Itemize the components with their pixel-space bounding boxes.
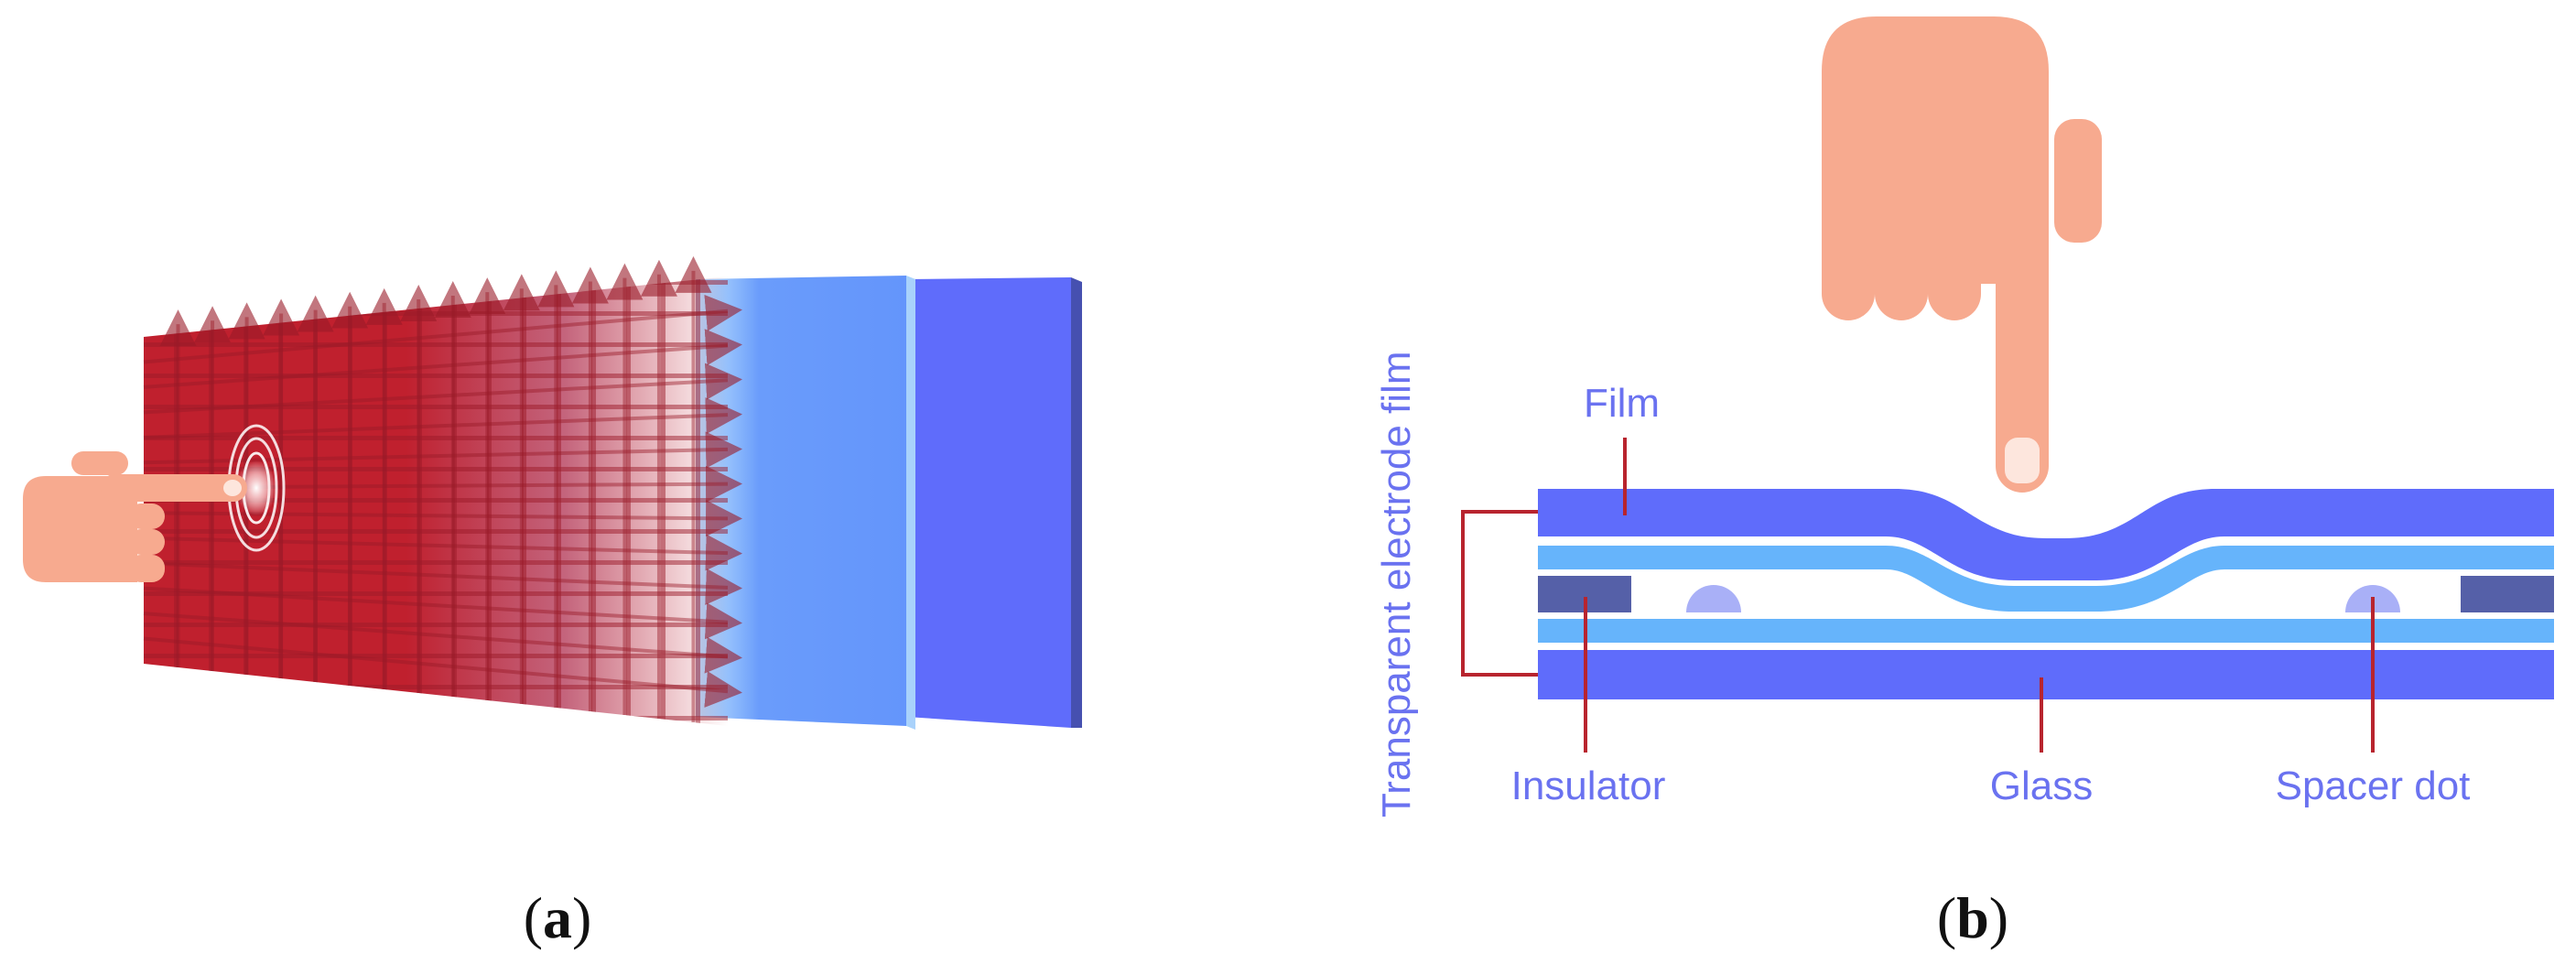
capacitive-grid bbox=[143, 255, 742, 726]
grid-line-horizontal bbox=[143, 561, 742, 605]
bottom-electrode-film bbox=[1538, 619, 2554, 643]
label-transparent-electrode-film: Transparent electrode film bbox=[1374, 352, 1419, 818]
caption-a: (a) bbox=[524, 885, 592, 950]
panel-a bbox=[23, 255, 1082, 730]
back-glass-panel bbox=[906, 277, 1082, 728]
glass-layer bbox=[1538, 650, 2554, 699]
spacer-dot-left bbox=[1686, 585, 1741, 612]
electrode-bracket bbox=[1461, 510, 1538, 677]
grid-line-horizontal bbox=[143, 431, 742, 469]
grid-line-horizontal bbox=[143, 500, 742, 537]
grid-line-horizontal bbox=[143, 586, 742, 640]
insulator-right bbox=[2461, 576, 2554, 612]
panel-b: Film Insulator Glass Spacer dot Transpar… bbox=[1374, 16, 2554, 818]
grid-line-horizontal bbox=[143, 294, 742, 364]
grid-line-horizontal bbox=[143, 636, 742, 708]
caption-b: (b) bbox=[1937, 885, 2008, 950]
hand-pointing-right-icon bbox=[23, 451, 247, 582]
grid-line-horizontal bbox=[143, 329, 742, 389]
grid-line-horizontal bbox=[143, 363, 742, 415]
label-spacer-dot: Spacer dot bbox=[2276, 764, 2471, 808]
film-layer bbox=[1538, 489, 2554, 580]
top-electrode-film bbox=[1538, 546, 2554, 612]
label-film: Film bbox=[1584, 381, 1660, 426]
label-glass: Glass bbox=[1990, 764, 2093, 808]
hand-pointing-down-icon bbox=[1822, 16, 2102, 493]
middle-glass-panel bbox=[696, 276, 915, 730]
grid-line-horizontal bbox=[143, 612, 742, 674]
label-insulator: Insulator bbox=[1511, 764, 1666, 808]
